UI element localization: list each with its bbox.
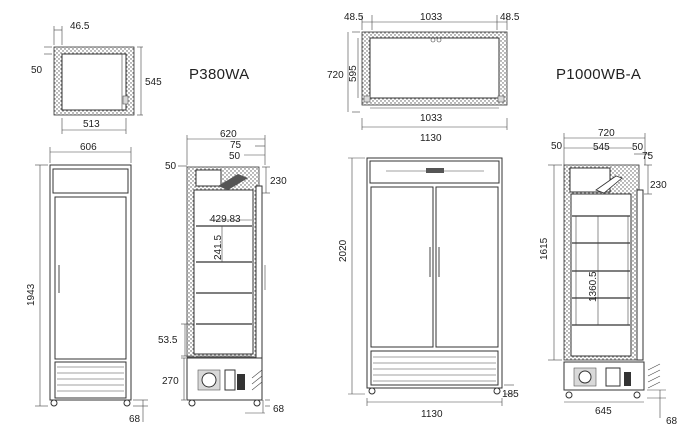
- p380wa-top-view: 46.5 50 545 513: [31, 21, 162, 134]
- p1000wb-top-outer-width-label: 1130: [420, 133, 442, 144]
- p1000wb-side-base-depth-label: 645: [595, 406, 612, 417]
- p1000wb-side-view: 720 50 545 50 75 230 1360.5 1615: [539, 128, 678, 427]
- p1000wb-side-inner-label: 545: [593, 142, 610, 153]
- p1000wb-side-feet-label: 68: [666, 416, 678, 427]
- p380wa-front-height-label: 1943: [26, 283, 37, 306]
- p1000wb-top-depth-label: 720: [327, 70, 344, 81]
- p1000wb-side-depth-label: 720: [598, 128, 615, 139]
- p1000wb-front-view: 2020 1130 185: [338, 157, 519, 420]
- p1000wb-top-wall-left-label: 48.5: [344, 12, 364, 23]
- p380wa-side-shelf-pitch-label: 241.5: [213, 235, 224, 260]
- p380wa-top-wall-label: 46.5: [70, 21, 90, 32]
- p1000wb-top-inner-label: 1033: [420, 12, 443, 23]
- p380wa-front-view: 606 1943 68: [26, 142, 148, 425]
- p380wa-side-view: 620 75 50 50 230 429.83 241.5 53: [158, 129, 287, 415]
- p1000wb-top-inner-width-label: 1033: [420, 113, 443, 124]
- p1000wb-side-shelf-pitch-label: 1360.5: [588, 271, 599, 302]
- p1000wb-top-inner-depth-label: 595: [348, 65, 359, 82]
- p380wa-side-top-wall-label: 50: [165, 161, 177, 172]
- p380wa-front-feet-label: 68: [129, 414, 141, 425]
- p1000wb-side-canopy-label: 230: [650, 180, 667, 191]
- p380wa-side-feet-label: 68: [273, 404, 285, 415]
- p380wa-side-door-label: 75: [230, 140, 242, 151]
- p1000wb-front-feet-label: 185: [502, 389, 519, 400]
- p380wa-top-depth-label: 545: [145, 77, 162, 88]
- p380wa-side-bottom-shelf-label: 53.5: [158, 335, 178, 346]
- p1000wb-side-height-label: 1615: [539, 237, 550, 260]
- p380wa-side-shelf-depth-label: 429.83: [210, 214, 241, 225]
- p380wa-side-canopy-label: 230: [270, 176, 287, 187]
- p380wa-side-depth-label: 620: [220, 129, 237, 140]
- p1000wb-side-gap-label: 75: [642, 151, 654, 162]
- p380wa-top-side-label: 50: [31, 65, 43, 76]
- p1000wb-top-view: 48.5 1033 48.5 720 595 1033 1130: [327, 12, 520, 144]
- p380wa-front-width-label: 606: [80, 142, 97, 153]
- p380wa-side-top-gap-label: 50: [229, 151, 241, 162]
- p380wa-side-base-label: 270: [162, 376, 179, 387]
- p1000wb-side-top-wall-label: 50: [551, 141, 563, 152]
- p380wa-model-title: P380WA: [189, 66, 249, 83]
- p1000wb-front-height-label: 2020: [338, 239, 349, 262]
- p380wa-top-width-label: 513: [83, 119, 100, 130]
- p1000wb-model-title: P1000WB-A: [556, 66, 641, 83]
- p1000wb-front-width-label: 1130: [421, 409, 443, 420]
- p1000wb-top-wall-right-label: 48.5: [500, 12, 520, 23]
- p1000wb-side-door-label: 50: [632, 142, 644, 153]
